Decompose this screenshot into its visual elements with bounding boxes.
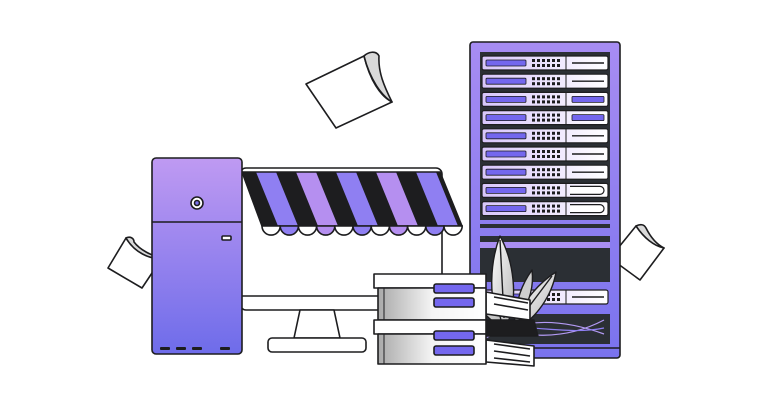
awning-stripe — [336, 172, 380, 226]
rack-unit — [481, 182, 609, 198]
awning-stripe — [356, 172, 400, 226]
rack-unit — [481, 146, 609, 162]
desktop-tower-icon — [151, 157, 243, 355]
awning-stripe — [396, 172, 440, 226]
floating-paper-icon — [305, 51, 393, 129]
rack-unit — [481, 109, 609, 126]
rack-unit — [481, 73, 609, 89]
floating-paper-icon — [609, 223, 665, 281]
awning-stripe — [296, 172, 340, 226]
awning-stripe — [376, 172, 420, 226]
rack-unit — [481, 201, 609, 217]
awning-stripe — [316, 172, 360, 226]
awning-scallop — [443, 225, 464, 236]
awning-stripe — [276, 172, 320, 226]
store-awning-icon — [241, 171, 464, 236]
file-box-icon — [373, 273, 535, 367]
rack-unit — [481, 55, 609, 71]
rack-unit — [481, 91, 609, 108]
rack-unit — [481, 128, 609, 144]
awning-stripe — [256, 172, 300, 226]
rack-unit — [481, 164, 609, 180]
awning-stripe — [416, 172, 460, 226]
